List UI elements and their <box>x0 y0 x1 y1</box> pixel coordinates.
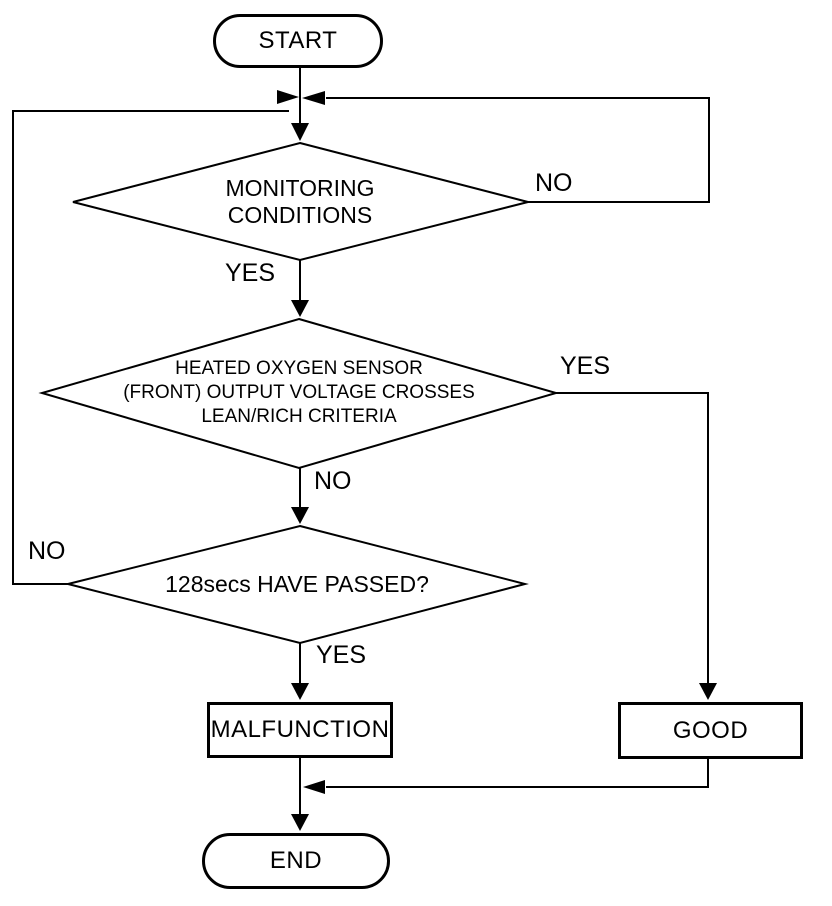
monitoring-no-branch-label: NO <box>535 169 573 197</box>
end-label: END <box>269 847 323 874</box>
arrowhead-into-good <box>699 683 717 700</box>
arrowhead-into-malfunction <box>291 683 309 700</box>
arrowhead-into-end <box>291 814 309 831</box>
monitoring-yes-branch-label: YES <box>225 259 276 287</box>
monitoring-conditions-decision-label: MONITORING CONDITIONS <box>150 170 450 234</box>
arrowhead-into-sensor <box>291 300 309 317</box>
good-label: GOOD <box>672 716 749 744</box>
sensor-decision-label: HEATED OXYGEN SENSOR (FRONT) OUTPUT VOLT… <box>99 357 499 429</box>
sensor-no-branch-label: NO <box>314 467 352 495</box>
arrowhead-into-monitoring <box>291 123 309 141</box>
arrowhead-junction-from-left <box>277 90 299 104</box>
edge-timer-no-loop <box>12 110 289 585</box>
monitoring-label-line1: MONITORING <box>225 175 375 201</box>
edge-good-to-merge <box>326 759 709 788</box>
sensor-label-line1: HEATED OXYGEN SENSOR <box>175 358 423 379</box>
timer-label-line1: 128secs HAVE PASSED? <box>165 571 429 597</box>
edge-monitoring-no-loop <box>326 97 710 203</box>
sensor-label-line3: LEAN/RICH CRITERIA <box>201 406 397 427</box>
start-terminator: START <box>213 14 383 68</box>
timer-decision-label: 128secs HAVE PASSED? <box>97 570 497 598</box>
arrowhead-junction-from-right <box>302 91 325 105</box>
monitoring-label-line2: CONDITIONS <box>227 202 373 228</box>
sensor-yes-branch-label: YES <box>560 352 611 380</box>
malfunction-label: MALFUNCTION <box>210 716 390 743</box>
arrowhead-merge-before-end <box>303 780 325 794</box>
timer-no-branch-label: NO <box>28 537 66 565</box>
end-terminator: END <box>202 833 390 889</box>
edge-sensor-yes-to-good <box>556 392 709 684</box>
timer-yes-branch-label: YES <box>316 641 367 669</box>
malfunction-process-box: MALFUNCTION <box>207 702 393 758</box>
sensor-label-line2: (FRONT) OUTPUT VOLTAGE CROSSES <box>123 382 475 403</box>
start-label: START <box>258 27 338 54</box>
good-process-box: GOOD <box>618 702 803 759</box>
arrowhead-into-timer <box>291 507 309 524</box>
